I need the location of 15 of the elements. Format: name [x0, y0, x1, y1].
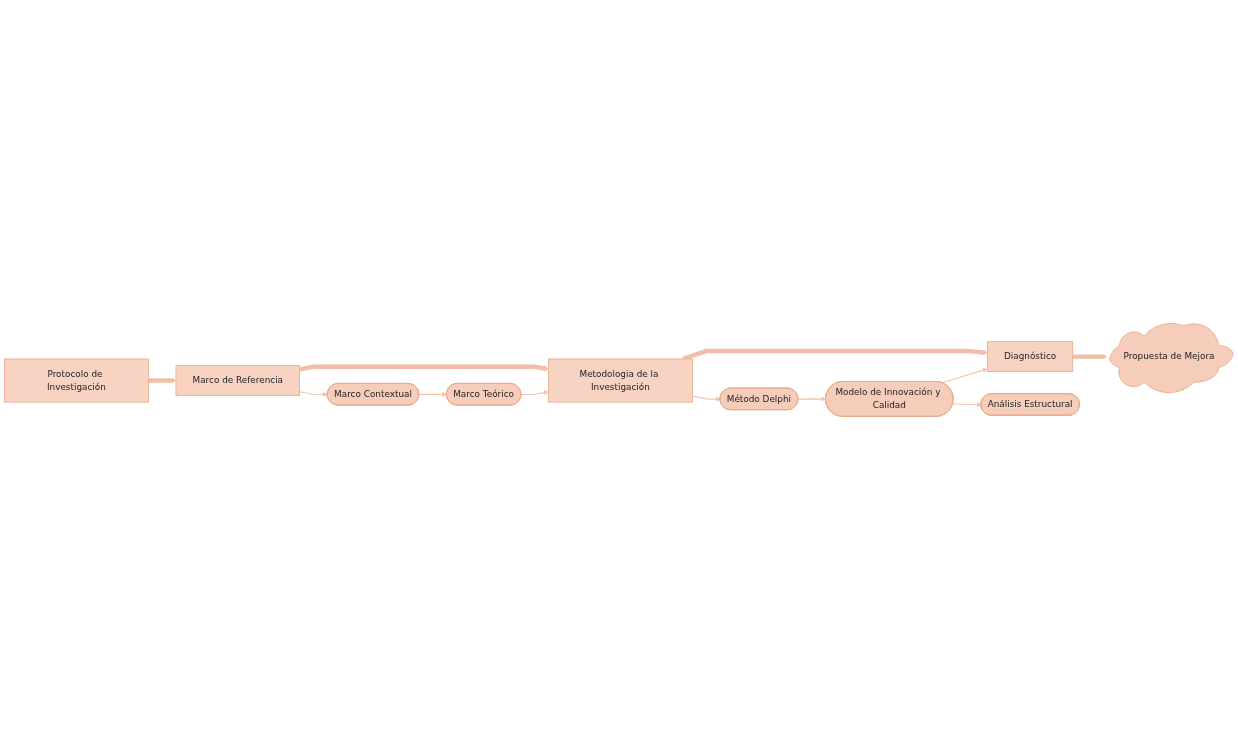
node-box: Protocolo de Investigación [4, 358, 149, 403]
arrow [682, 348, 988, 361]
arrow [418, 391, 447, 397]
arrow [299, 390, 328, 397]
arrow [797, 396, 826, 402]
arrow [691, 395, 721, 402]
arrow [520, 389, 549, 395]
arrow [148, 377, 177, 383]
node-box: Marco de Referencia [175, 364, 301, 396]
arrow [1072, 353, 1108, 359]
node-box: Diagnóstico [987, 340, 1074, 372]
arrow [952, 401, 982, 407]
arrow [941, 367, 988, 384]
node-box: Metodologia de la Investigación [548, 358, 693, 403]
arrow [299, 364, 549, 372]
